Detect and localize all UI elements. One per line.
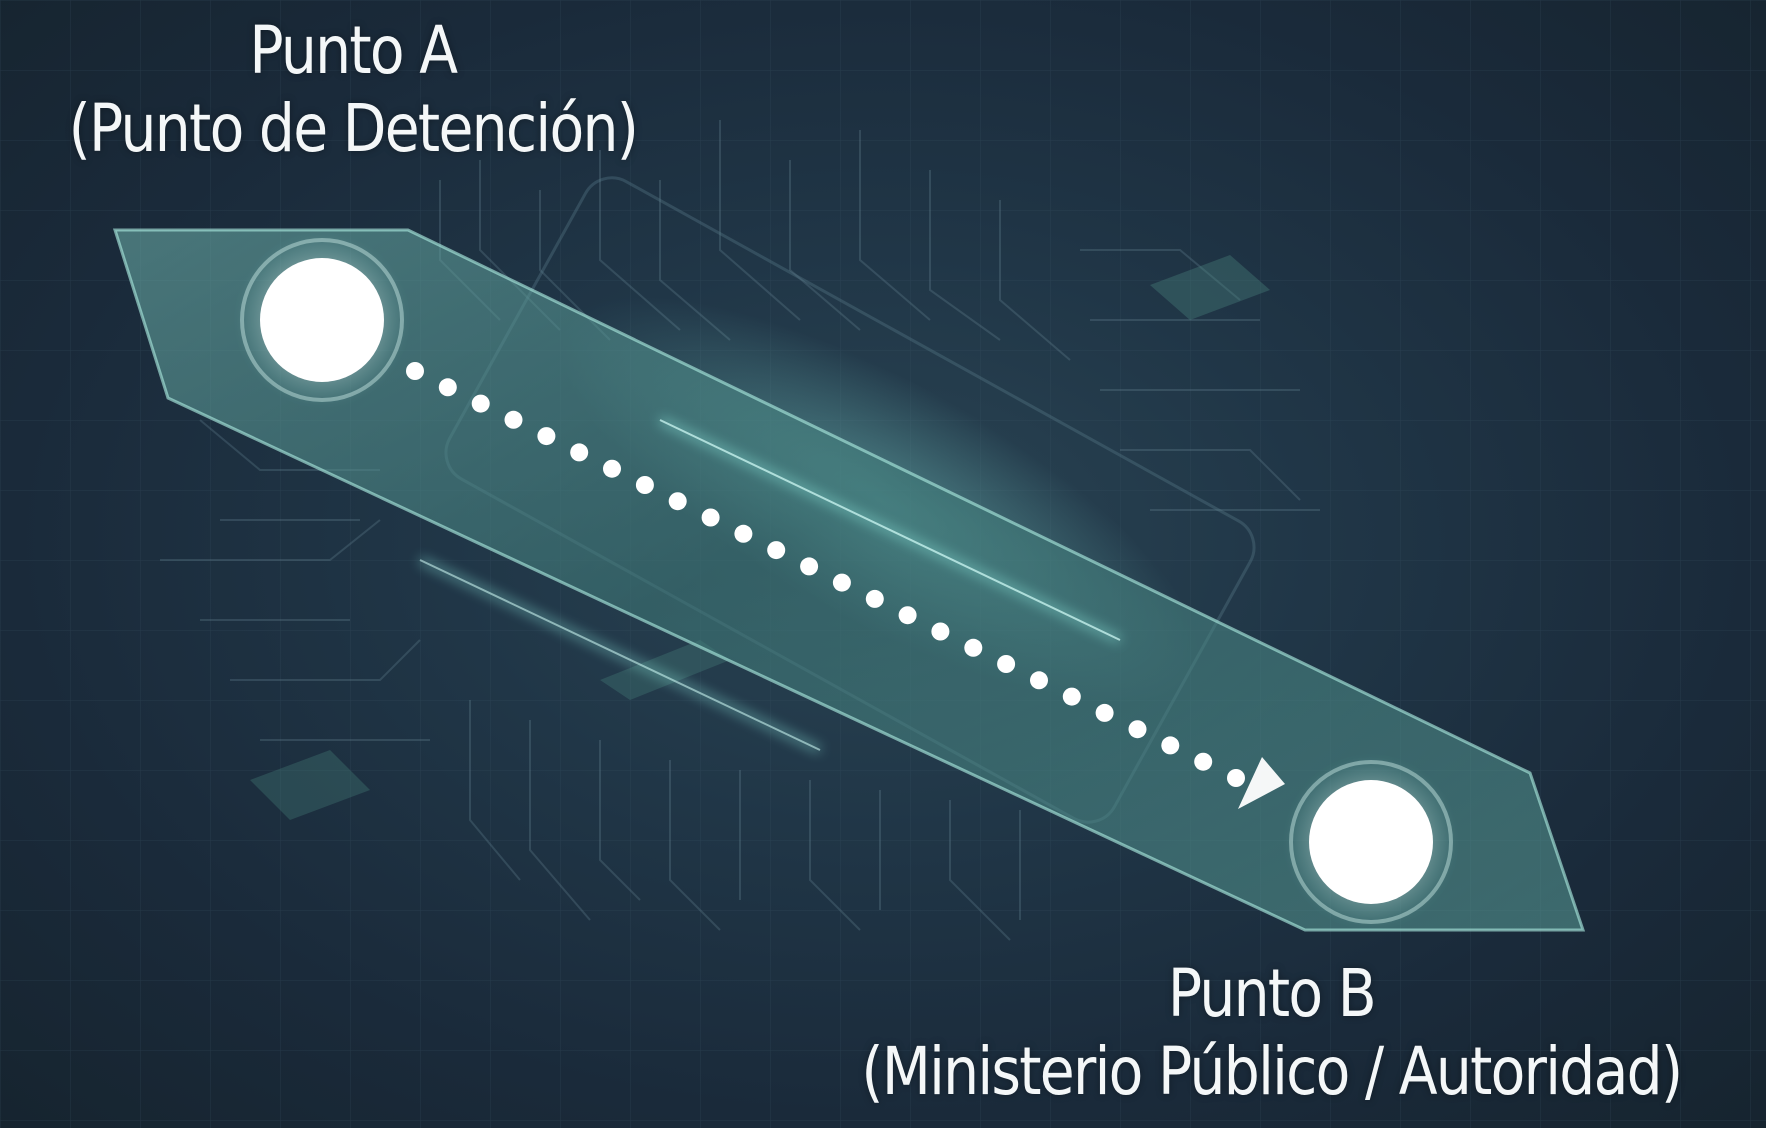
route-dot [865, 589, 884, 608]
arrow-head [1238, 757, 1285, 809]
panel-glow-line [419, 559, 821, 751]
route-dot [832, 573, 851, 592]
node-point-a [236, 234, 408, 406]
route-dot [767, 541, 786, 560]
route-dot [438, 378, 457, 397]
label-point-a: Punto A (Punto de Detención) [49, 12, 656, 168]
route-dot [471, 394, 490, 413]
circuit-traces [160, 120, 1320, 941]
route-dot [603, 459, 621, 478]
route-dot [570, 443, 589, 462]
route-dot [734, 524, 753, 543]
route-dot [537, 427, 556, 446]
route-dot [1227, 769, 1245, 787]
route-dot [931, 622, 950, 641]
point-b-name: Punto B [1167, 955, 1377, 1032]
route-dot [1128, 720, 1147, 739]
route-dot [964, 638, 983, 657]
route-dot [898, 606, 917, 625]
route-dot [668, 492, 687, 511]
route-dot [1030, 671, 1048, 690]
panel-glow-line [659, 419, 1121, 641]
point-a-name: Punto A [249, 12, 458, 89]
accent-plate [1150, 255, 1270, 320]
dotted-route [406, 362, 1245, 787]
accent-plate [600, 640, 730, 700]
route-dot [504, 410, 523, 429]
route-dot [635, 476, 654, 494]
route-dot [1161, 736, 1180, 755]
route-dot [1095, 703, 1114, 722]
route-dot [997, 655, 1016, 673]
label-point-b: Punto B (Ministerio Público / Autoridad) [807, 955, 1736, 1111]
point-a-description: (Punto de Detención) [68, 89, 639, 167]
node-point-b [1285, 756, 1457, 928]
accent-plate [250, 750, 370, 820]
route-dot [800, 557, 819, 576]
route-dot [701, 508, 720, 527]
point-b-description: (Ministerio Público / Autoridad) [861, 1032, 1683, 1110]
route-dot [406, 362, 424, 380]
route-dot [1194, 752, 1213, 771]
route-dot [1062, 687, 1081, 706]
